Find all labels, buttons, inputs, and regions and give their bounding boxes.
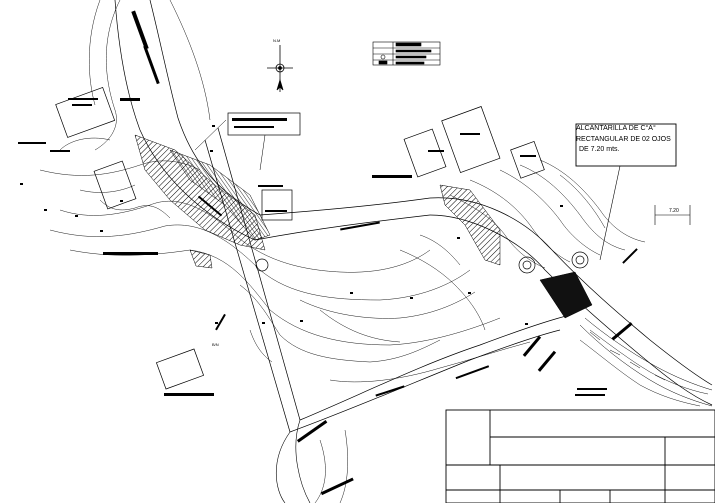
culvert-callout-box [575,123,677,167]
legend-table [372,41,441,66]
title-block [445,409,715,503]
culvert-symbols [255,251,589,274]
label-boxes [55,87,545,390]
scale-bar [654,205,691,225]
scale-label: 7.20 [669,208,679,214]
river-channel [579,317,713,407]
callout-line-3: DE 7.20 mts. [579,146,620,153]
embankment-hatch [134,134,593,319]
callout-line-1: ALCANTARILLA DE C°A° [576,125,656,132]
callout-leader [599,165,621,261]
survey-markers [20,125,563,325]
north-arrow-icon [267,45,293,92]
cad-text-bars [18,10,638,496]
culvert-callout-text: ALCANTARILLA DE C°A° RECTANGULAR DE 02 O… [576,124,674,156]
access-road [275,419,311,503]
north-label: N.M [273,38,281,43]
callout-line-2: RECTANGULAR DE 02 OJOS [576,135,671,143]
detail-label: B/N [212,342,219,347]
